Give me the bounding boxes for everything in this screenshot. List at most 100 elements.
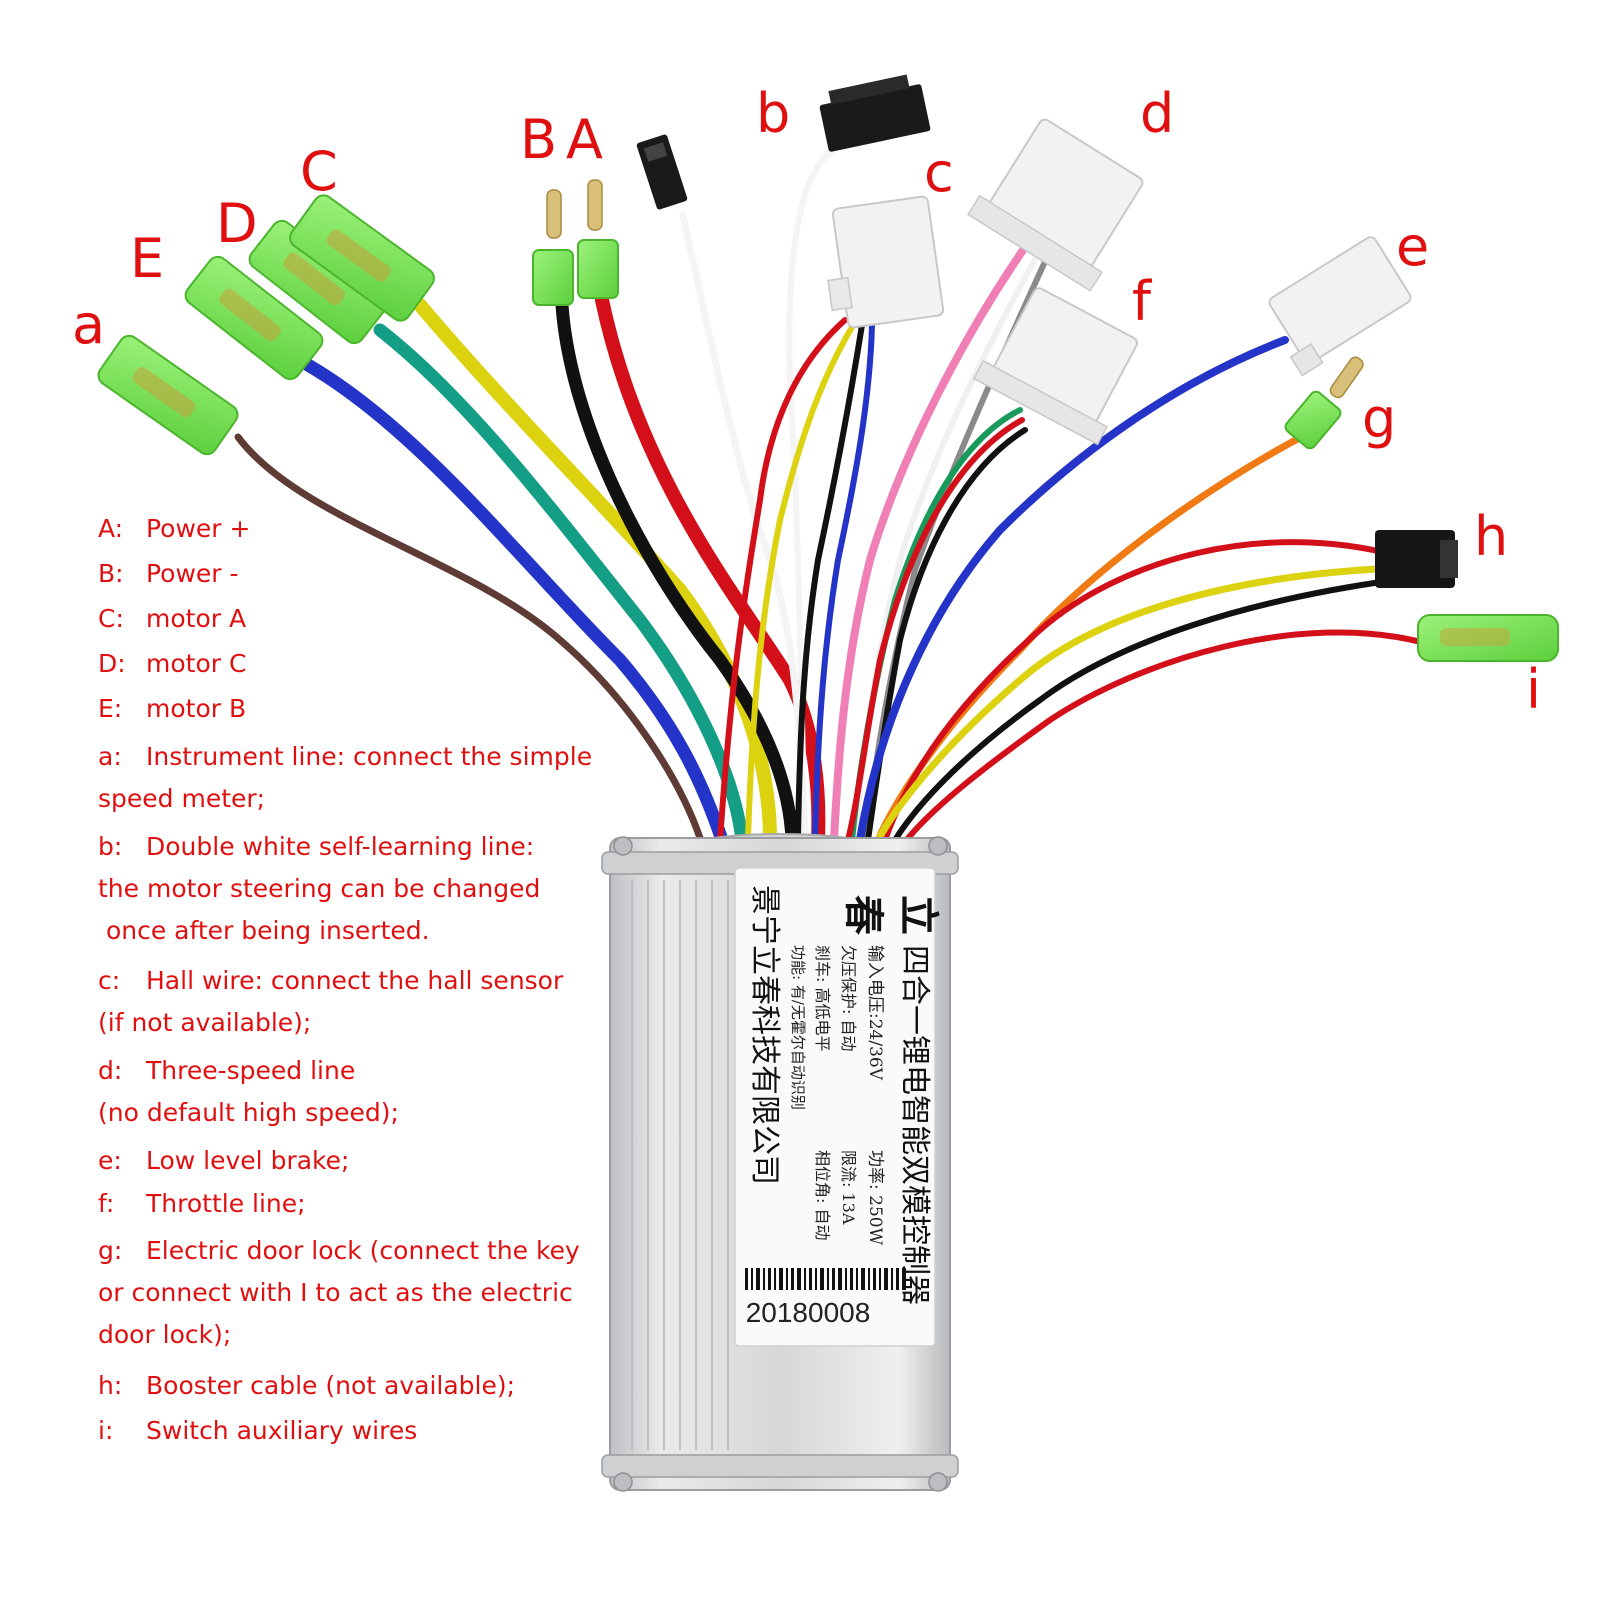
legend-text: motor A bbox=[146, 604, 247, 633]
legend-key: a: bbox=[98, 742, 122, 771]
connector-i bbox=[1417, 614, 1559, 662]
legend-text: Double white self-learning line: the mot… bbox=[98, 832, 541, 945]
wire-label-A: A bbox=[566, 108, 603, 171]
label-input-voltage: 输入电压:24/36V bbox=[865, 945, 885, 1081]
legend-key: d: bbox=[98, 1056, 123, 1085]
legend-item: D: motor C bbox=[98, 643, 246, 685]
connector-C bbox=[289, 194, 435, 322]
legend-key: c: bbox=[98, 966, 121, 995]
connector-b-small bbox=[636, 134, 688, 210]
legend-text: Three-speed line (no default high speed)… bbox=[98, 1056, 399, 1127]
wire-a-brown bbox=[234, 433, 704, 842]
connector-E bbox=[184, 255, 324, 381]
legend-text: Instrument line: connect the simple spee… bbox=[98, 742, 593, 813]
barcode bbox=[745, 1268, 906, 1290]
connector-A bbox=[577, 179, 619, 299]
legend-item: f: Throttle line; bbox=[98, 1183, 306, 1225]
serial-number: 20180008 bbox=[746, 1297, 871, 1328]
legend-item: d:Three-speed line (no default high spee… bbox=[98, 1050, 399, 1134]
wire-B-black bbox=[555, 298, 799, 847]
wire-h-yellow bbox=[874, 564, 1399, 844]
legend-text: Throttle line; bbox=[146, 1189, 306, 1218]
legend-text: Power + bbox=[146, 514, 251, 543]
label-product-name: 四合一锂电智能双模控制器 bbox=[897, 945, 932, 1305]
wire-label-b: b bbox=[756, 82, 791, 145]
wire-b2-white bbox=[786, 147, 836, 763]
wire-h-red bbox=[882, 539, 1398, 843]
label-brake: 刹车: 高低电平 bbox=[813, 945, 832, 1051]
wire-label-f: f bbox=[1132, 270, 1152, 333]
legend-item: i: Switch auxiliary wires bbox=[98, 1410, 417, 1452]
connector-d bbox=[967, 118, 1144, 292]
label-phase-angle: 相位角: 自动 bbox=[813, 1150, 832, 1240]
legend-item: E: motor B bbox=[98, 688, 246, 730]
legend-text: Booster cable (not available); bbox=[146, 1371, 516, 1400]
legend-key: e: bbox=[98, 1146, 122, 1175]
legend-text: Hall wire: connect the hall sensor (if n… bbox=[98, 966, 564, 1037]
legend-key: A: bbox=[98, 514, 124, 543]
wire-f-black bbox=[865, 427, 1028, 843]
legend-item: e: Low level brake; bbox=[98, 1140, 349, 1182]
legend-key: C: bbox=[98, 604, 124, 633]
legend-key: b: bbox=[98, 832, 123, 861]
wire-c-blue bbox=[812, 322, 875, 841]
wire-label-i: i bbox=[1526, 658, 1542, 721]
connector-e bbox=[1268, 236, 1412, 377]
connector-g bbox=[1284, 356, 1364, 450]
legend-key: B: bbox=[98, 559, 124, 588]
legend-key: h: bbox=[98, 1371, 123, 1400]
label-brand-1: 立 bbox=[895, 895, 942, 935]
legend-item: c:Hall wire: connect the hall sensor (if… bbox=[98, 960, 563, 1044]
legend-item: b:Double white self-learning line: the m… bbox=[98, 826, 540, 952]
product-label-card: 立 四合一锂电智能双模控制器 输入电压:24/36V 功率: 250W 春 欠压… bbox=[734, 867, 942, 1347]
wire-C-yellow bbox=[413, 298, 777, 847]
connector-b-large bbox=[819, 74, 931, 152]
wire-A-red bbox=[595, 293, 826, 847]
wire-label-C: C bbox=[300, 140, 338, 203]
label-current-limit: 限流: 13A bbox=[839, 1150, 858, 1225]
wire-f-red bbox=[845, 417, 1025, 843]
legend-item: C: motor A bbox=[98, 598, 246, 640]
label-brand-2: 春 bbox=[840, 895, 887, 935]
wire-c-black bbox=[795, 322, 865, 841]
legend-key: E: bbox=[98, 694, 123, 723]
legend-key: D: bbox=[98, 649, 126, 678]
legend-text: motor B bbox=[146, 694, 247, 723]
wire-label-E: E bbox=[130, 227, 165, 290]
legend-key: f: bbox=[98, 1189, 115, 1218]
legend-item: h: Booster cable (not available); bbox=[98, 1365, 515, 1407]
legend-text: Low level brake; bbox=[146, 1146, 350, 1175]
connector-c bbox=[827, 195, 945, 329]
legend-key: g: bbox=[98, 1236, 123, 1265]
label-undervoltage: 欠压保护: 自动 bbox=[839, 945, 858, 1051]
connector-f bbox=[972, 287, 1138, 446]
wire-label-h: h bbox=[1474, 505, 1509, 568]
wire-E-blue bbox=[301, 358, 729, 847]
wire-c-red bbox=[717, 317, 848, 843]
wire-label-B: B bbox=[520, 108, 558, 171]
wire-bundle bbox=[234, 147, 1428, 847]
legend-text: Switch auxiliary wires bbox=[146, 1416, 418, 1445]
connector-a bbox=[97, 334, 239, 456]
wire-i-red bbox=[902, 629, 1428, 845]
legend-item: g:Electric door lock (connect the key or… bbox=[98, 1230, 580, 1356]
legend-item: A: Power + bbox=[98, 508, 250, 550]
label-power: 功率: 250W bbox=[865, 1150, 885, 1246]
legend-item: B:Power - bbox=[98, 553, 239, 595]
legend-text: motor C bbox=[146, 649, 247, 678]
wire-label-d: d bbox=[1140, 82, 1175, 145]
wire-h-black bbox=[892, 577, 1398, 843]
legend-key: i: bbox=[98, 1416, 114, 1445]
wire-label-c: c bbox=[924, 141, 954, 204]
wire-label-D: D bbox=[216, 192, 258, 255]
legend-text: Electric door lock (connect the key or c… bbox=[98, 1236, 580, 1349]
connector-h bbox=[1375, 530, 1458, 588]
connector-B bbox=[532, 189, 574, 306]
wire-label-g: g bbox=[1362, 387, 1397, 450]
label-company: 景宁立春科技有限公司 bbox=[747, 885, 782, 1185]
legend-item: a:Instrument line: connect the simple sp… bbox=[98, 736, 592, 820]
wire-e-blue bbox=[856, 336, 1289, 844]
wire-d-pink bbox=[830, 236, 1034, 844]
wire-label-e: e bbox=[1396, 215, 1430, 278]
wire-label-a: a bbox=[72, 293, 106, 356]
